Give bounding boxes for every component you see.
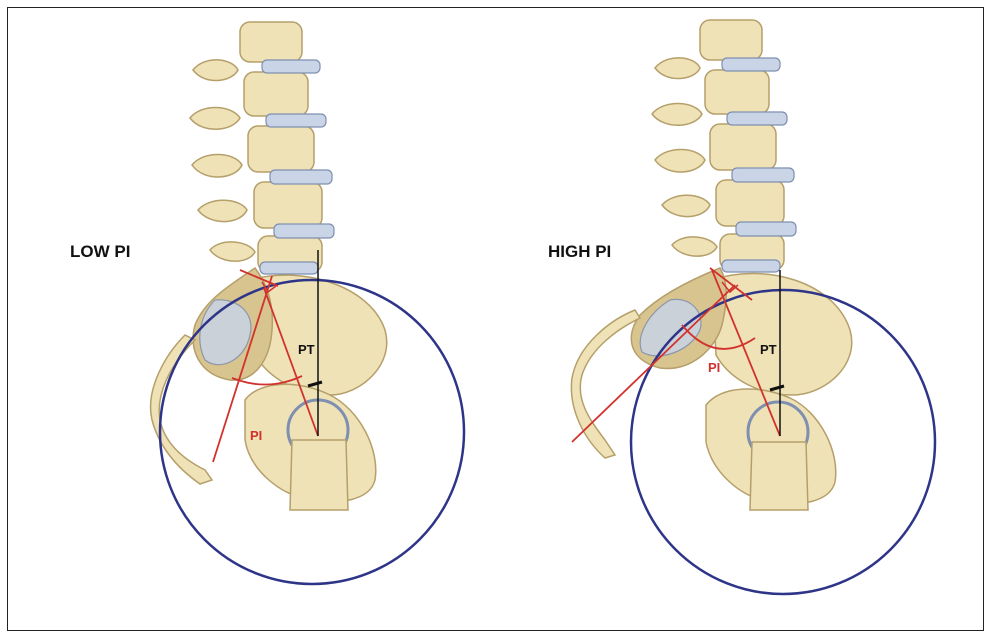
pelvis-high — [571, 268, 851, 510]
pt-label-high: PT — [760, 342, 777, 357]
pelvis-low — [151, 268, 387, 510]
panel-title-low: LOW PI — [70, 242, 130, 261]
pt-label-low: PT — [298, 342, 315, 357]
pi-label-low: PI — [250, 428, 262, 443]
panel-title-high: HIGH PI — [548, 242, 611, 261]
panel-low-pi: LOW PI PT PI — [70, 22, 464, 584]
lumbar-spine-high — [652, 20, 796, 272]
panel-high-pi: HIGH PI PT PI — [548, 20, 935, 594]
lumbar-spine-low — [190, 22, 334, 274]
pi-label-high: PI — [708, 360, 720, 375]
